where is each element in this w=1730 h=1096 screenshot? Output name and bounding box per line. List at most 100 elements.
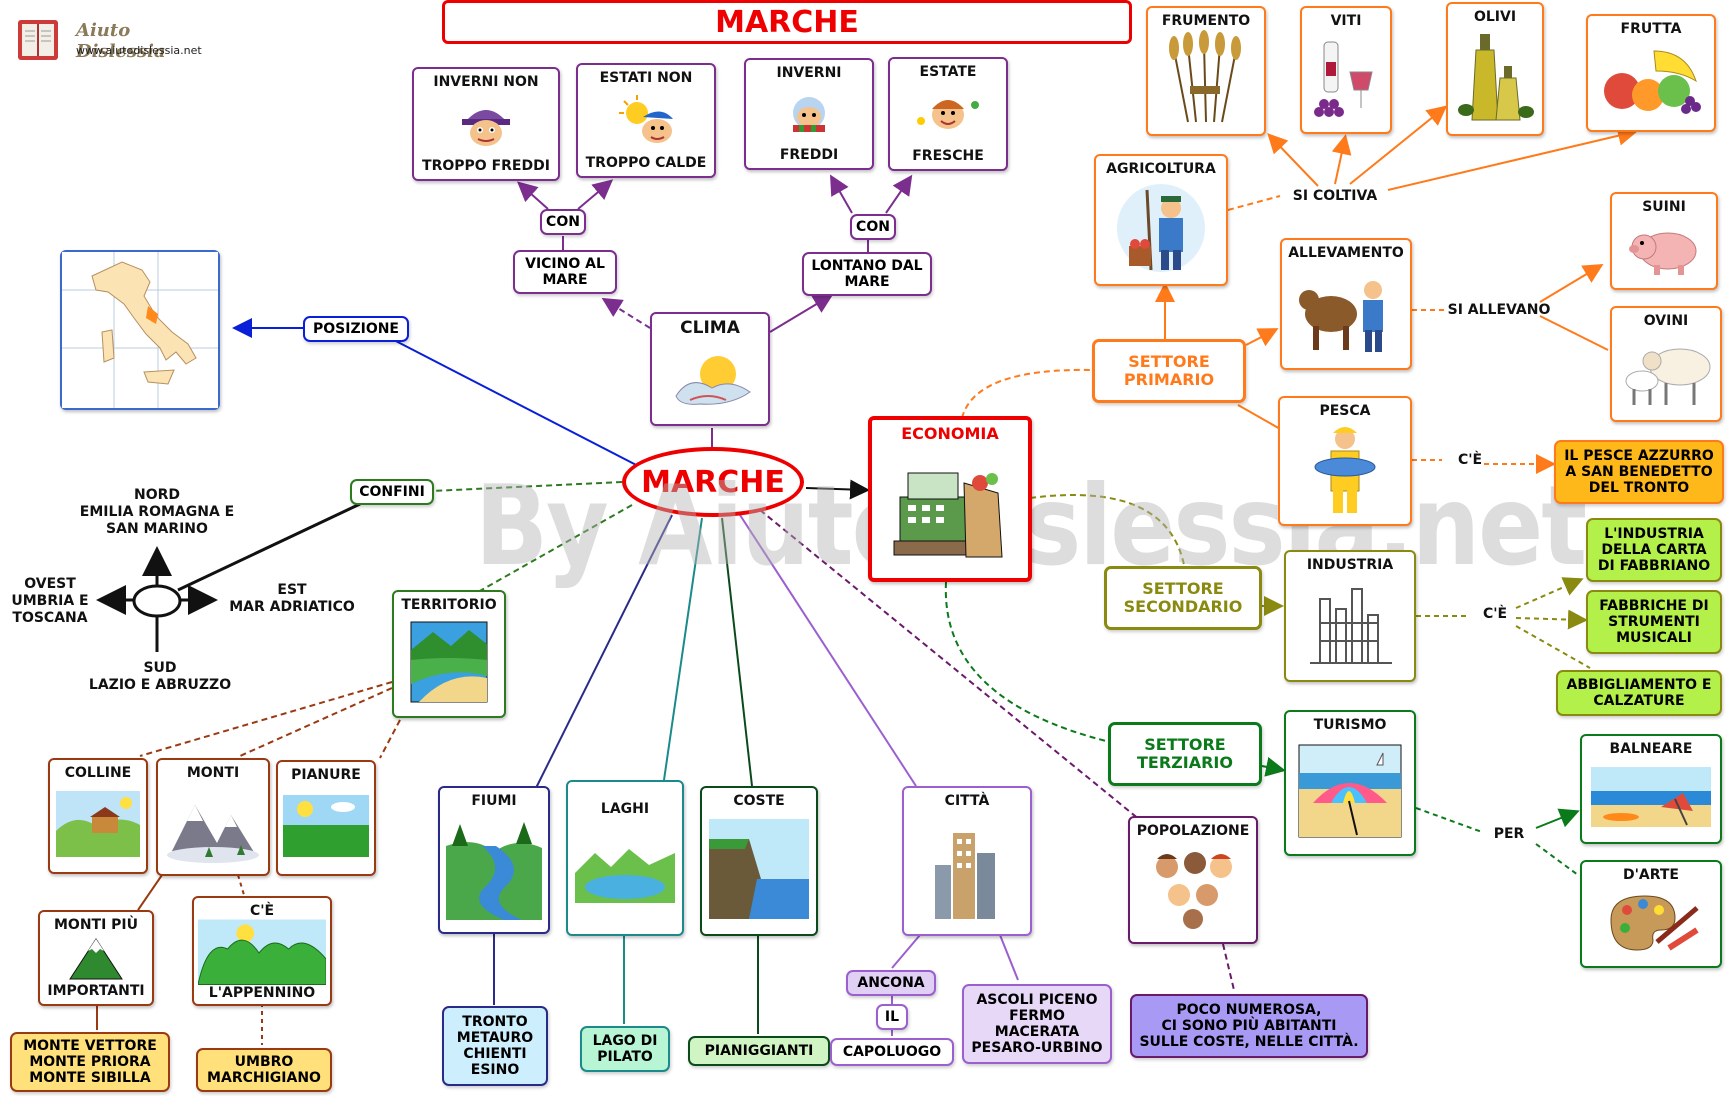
fiumi-card: FIUMI xyxy=(438,786,550,934)
olive-oil-icon xyxy=(1458,34,1534,121)
umbro-marchigiano-label: UMBRO MARCHIGIANO xyxy=(196,1048,332,1092)
aiutodislessia-logo: Aiuto Dislessia www.aiutodislessia.net xyxy=(16,16,226,64)
settore-secondario-label: SETTORE SECONDARIO xyxy=(1104,566,1262,630)
card-label-top: COLLINE xyxy=(64,765,132,781)
card-label-top: INVERNI xyxy=(776,65,842,81)
economia-card: ECONOMIA xyxy=(868,416,1032,582)
estate-fresche-card: ESTATE FRESCHE xyxy=(888,57,1008,171)
card-label-top: D'ARTE xyxy=(1622,867,1679,883)
monti-list: MONTE VETTORE MONTE PRIORA MONTE SIBILLA xyxy=(10,1032,170,1092)
card-label-bottom: FREDDI xyxy=(779,146,839,163)
posizione-label: POSIZIONE xyxy=(303,316,409,342)
card-label-bottom: TROPPO FREDDI xyxy=(422,157,550,174)
ancona-label: ANCONA xyxy=(846,970,936,996)
coast-icon xyxy=(709,819,809,920)
appennino-card: C'È L'APPENNINO xyxy=(192,896,332,1006)
card-label-top: ESTATE xyxy=(919,64,977,80)
pianure-card: PIANURE xyxy=(276,760,376,876)
card-label-top: PESCA xyxy=(1319,403,1371,419)
card-label-top: CLIMA xyxy=(680,318,740,338)
citta-card: CITTÀ xyxy=(902,786,1032,936)
river-icon xyxy=(446,816,542,921)
ovini-card: OVINI xyxy=(1610,306,1722,422)
turismo-card: TURISMO xyxy=(1284,710,1416,856)
pig-icon xyxy=(1629,232,1697,276)
confini-label: CONFINI xyxy=(350,479,434,505)
card-label-top: INVERNI NON xyxy=(433,74,539,90)
happy-face-icon xyxy=(917,100,979,129)
card-label-top: FRUMENTO xyxy=(1161,13,1251,29)
card-label-top: INDUSTRIA xyxy=(1306,557,1394,573)
palette-icon xyxy=(1610,895,1699,951)
card-label-top: PIANURE xyxy=(291,767,361,783)
settore-primario-label: SETTORE PRIMARIO xyxy=(1092,339,1246,403)
cash-register-icon xyxy=(893,472,1003,558)
allevamento-card: ALLEVAMENTO xyxy=(1280,238,1412,370)
card-label-top: CITTÀ xyxy=(944,793,990,809)
il-label: IL xyxy=(876,1004,908,1030)
card-label-top: ESTATI NON xyxy=(599,70,693,86)
card-label-top: TERRITORIO xyxy=(401,597,497,613)
wine-icon xyxy=(1314,41,1373,118)
viti-card: VITI xyxy=(1300,6,1392,134)
settore-terziario-label: SETTORE TERZIARIO xyxy=(1108,722,1262,786)
card-label-bottom: TROPPO CALDE xyxy=(585,154,707,171)
logo-name: Aiuto Dislessia xyxy=(76,20,166,62)
suini-card: SUINI xyxy=(1610,192,1718,290)
italy-map-card xyxy=(60,250,220,410)
factory-icon xyxy=(1310,588,1392,665)
confine-ovest: OVEST UMBRIA E TOSCANA xyxy=(11,576,89,626)
cold-face-icon xyxy=(462,110,510,146)
card-label-top: FIUMI xyxy=(471,793,517,809)
clima-card: CLIMA xyxy=(650,312,770,426)
frumento-card: FRUMENTO xyxy=(1146,6,1266,136)
territorio-card: TERRITORIO xyxy=(392,590,506,718)
card-label-top: MONTI PIÙ xyxy=(53,917,139,933)
laghi-card: LAGHI xyxy=(566,780,684,936)
ce-label-pesca: C'È xyxy=(1457,452,1483,468)
card-label-top: OVINI xyxy=(1643,313,1689,329)
logo-url: www.aiutodislessia.net xyxy=(76,44,202,57)
pesce-azzurro-label: IL PESCE AZZURRO A SAN BENEDETTO DEL TRO… xyxy=(1554,440,1724,504)
capoluogo-label: CAPOLUOGO xyxy=(830,1038,954,1066)
popolazione-desc: POCO NUMEROSA, CI SONO PIÙ ABITANTI SULL… xyxy=(1130,994,1368,1058)
central-topic-marche: MARCHE xyxy=(622,447,804,517)
sheep-icon xyxy=(1625,348,1711,406)
coste-list: PIANIGGIANTI xyxy=(688,1036,830,1066)
strumenti-musicali-label: FABBRICHE DI STRUMENTI MUSICALI xyxy=(1586,590,1722,654)
si-coltiva-label: SI COLTIVA xyxy=(1292,188,1378,204)
card-label-top: LAGHI xyxy=(600,801,650,817)
plain-icon xyxy=(283,795,369,858)
si-allevano-label: SI ALLEVANO xyxy=(1447,302,1551,318)
lontano-dal-mare-label: LONTANO DAL MARE xyxy=(802,252,932,296)
people-icon xyxy=(1156,852,1232,930)
lake-icon xyxy=(575,849,675,904)
confine-est: EST MAR ADRIATICO xyxy=(229,582,355,615)
card-label-top: BALNEARE xyxy=(1609,741,1693,757)
mountains-icon xyxy=(167,805,259,864)
mountain-peak-icon xyxy=(69,938,123,980)
con-label-right: CON xyxy=(850,214,896,240)
frozen-face-icon xyxy=(793,97,825,132)
colline-card: COLLINE xyxy=(48,758,148,874)
card-label-top: AGRICOLTURA xyxy=(1106,161,1216,177)
card-label-top: COSTE xyxy=(733,793,785,809)
compass-icon xyxy=(132,584,182,618)
monti-importanti-card: MONTI PIÙ IMPORTANTI xyxy=(38,910,154,1006)
weather-icon xyxy=(675,355,751,405)
beach-umbrella-icon xyxy=(1298,744,1402,838)
card-label-top: OLIVI xyxy=(1473,9,1517,25)
city-icon xyxy=(935,833,995,920)
fisherman-icon xyxy=(1314,427,1376,514)
inverni-non-freddi-card: INVERNI NON TROPPO FREDDI xyxy=(412,67,560,181)
agricoltura-card: AGRICOLTURA xyxy=(1094,154,1228,286)
card-label-bottom: FRESCHE xyxy=(912,147,984,164)
industria-card: INDUSTRIA xyxy=(1284,550,1416,682)
book-icon xyxy=(18,20,58,60)
turismo-balneare-card: BALNEARE xyxy=(1580,734,1722,844)
confine-sud: SUD LAZIO E ABRUZZO xyxy=(88,660,232,693)
ce-label-industria: C'È xyxy=(1482,606,1508,622)
per-label: PER xyxy=(1493,826,1525,842)
card-label-top: ECONOMIA xyxy=(901,424,999,443)
